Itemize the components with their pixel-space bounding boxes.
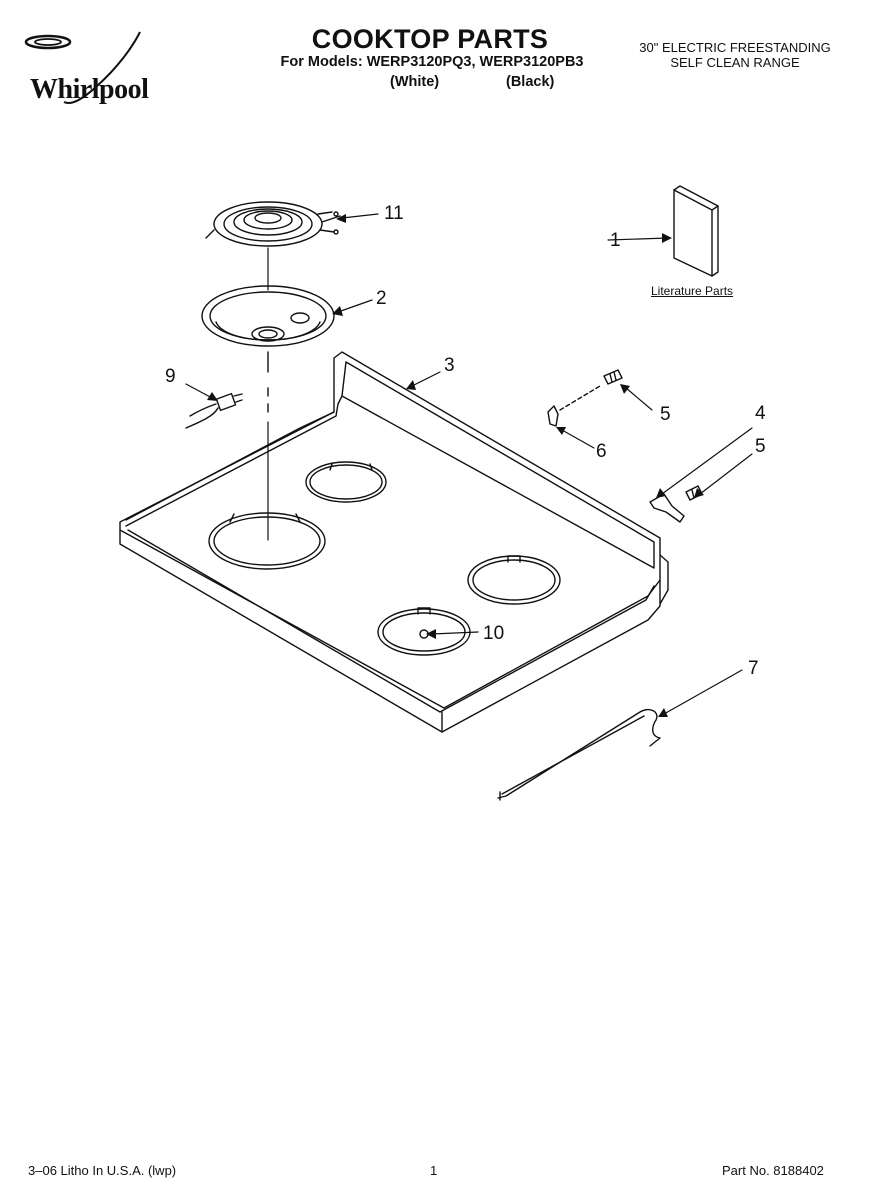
range-type-line-2: SELF CLEAN RANGE xyxy=(670,55,800,70)
callout-1: 1 xyxy=(610,230,621,251)
surface-element-drawing xyxy=(205,201,341,247)
drip-bowl-drawing xyxy=(201,285,335,347)
callout-10: 10 xyxy=(483,623,505,644)
variant-black: (Black) xyxy=(506,74,555,90)
literature-booklet-drawing xyxy=(673,185,719,277)
callout-4: 4 xyxy=(755,403,766,424)
page-title: COOKTOP PARTS xyxy=(311,24,549,54)
callout-2: 2 xyxy=(376,288,387,309)
callout-7: 7 xyxy=(748,658,759,679)
range-type: 30" ELECTRIC FREESTANDING SELF CLEAN RAN… xyxy=(620,40,850,70)
model-numbers: For Models: WERP3120PQ3, WERP3120PB3 xyxy=(280,54,584,70)
brand-name: Whirlpool xyxy=(30,74,149,105)
wire-connector-drawing xyxy=(185,392,243,429)
litho-note: 3–06 Litho In U.S.A. (lwp) xyxy=(28,1163,177,1178)
range-type-line-1: 30" ELECTRIC FREESTANDING xyxy=(639,40,831,55)
bracket-and-screw-drawing xyxy=(649,485,703,523)
literature-parts-label: Literature Parts xyxy=(651,284,734,298)
callout-11: 11 xyxy=(384,203,404,224)
logo-swoosh-icon xyxy=(24,31,141,104)
callout-9: 9 xyxy=(165,366,176,387)
whirlpool-logo: Whirlpool xyxy=(12,28,177,108)
part-number: Part No. 8188402 xyxy=(722,1163,824,1178)
screw-and-clip-drawing xyxy=(547,369,623,427)
cooktop-drawing xyxy=(119,351,669,733)
page-number: 1 xyxy=(430,1163,438,1178)
callout-6: 6 xyxy=(596,441,607,462)
callout-5-lower: 5 xyxy=(755,436,766,457)
rod-drawing xyxy=(497,708,661,801)
variant-white: (White) xyxy=(390,74,440,90)
callout-5-upper: 5 xyxy=(660,404,671,425)
callout-3: 3 xyxy=(444,355,455,376)
